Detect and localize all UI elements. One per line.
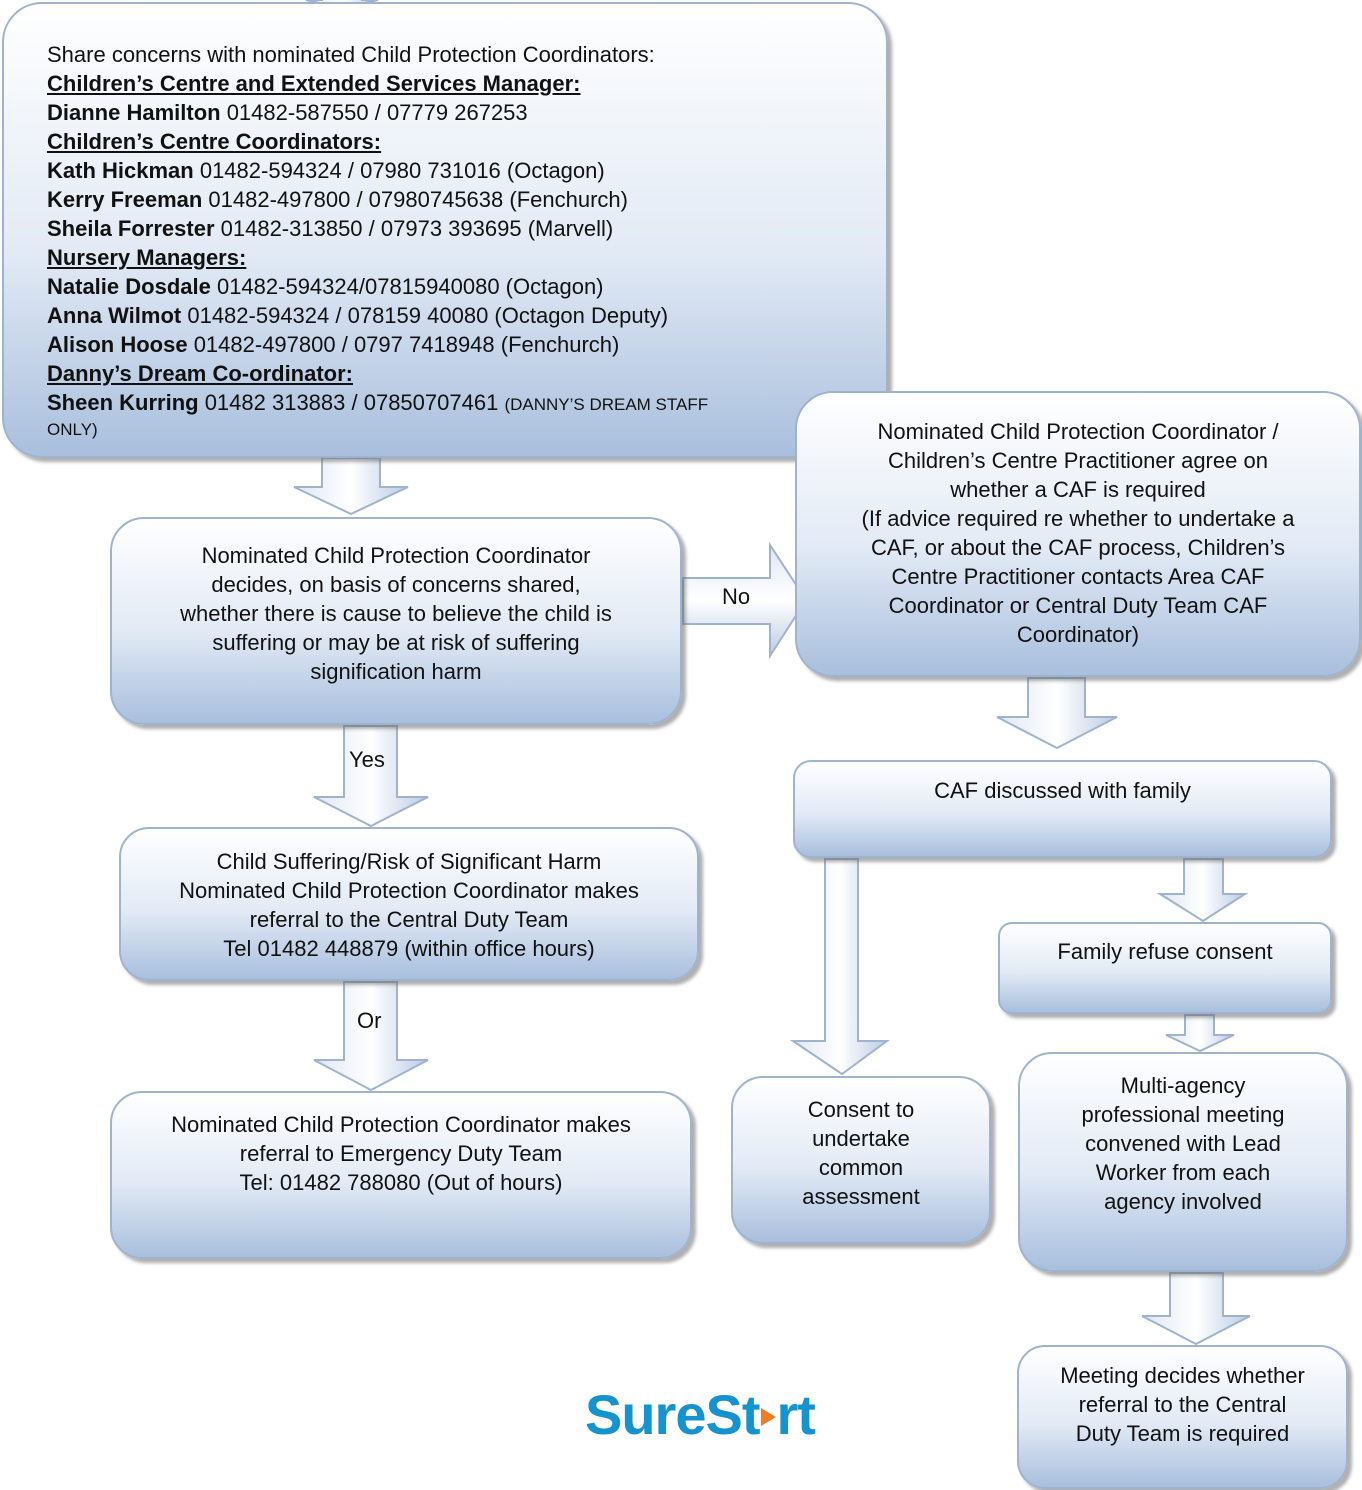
- multi-agency-box: Multi-agency professional meeting conven…: [1018, 1052, 1348, 1272]
- contact-name: Kerry Freeman: [47, 187, 203, 212]
- contact-row: Kath Hickman 01482-594324 / 07980 731016…: [47, 156, 605, 185]
- box-text: Consent to: [807, 1097, 915, 1122]
- contact-details: 01482-313850 / 07973 393695 (Marvell): [214, 216, 614, 241]
- contact-details: 01482 313883 / 07850707461: [198, 390, 505, 415]
- box-text: referral to the Central: [1078, 1392, 1287, 1417]
- box-text: Tel 01482 448879 (within office hours): [223, 936, 595, 961]
- arrow-multi-to-meeting: [1141, 1272, 1251, 1346]
- arrow-decides-to-child-suffering: [313, 725, 429, 828]
- contact-note: (DANNY’S DREAM STAFF: [504, 395, 709, 414]
- contact-name: Dianne Hamilton: [47, 100, 221, 125]
- box-text: suffering or may be at risk of suffering: [212, 630, 580, 655]
- group-heading-coordinators: Children’s Centre Coordinators:: [47, 129, 382, 154]
- contact-row: Natalie Dosdale 01482-594324/07815940080…: [47, 272, 604, 301]
- meeting-decides-box: Meeting decides whether referral to the …: [1017, 1345, 1348, 1489]
- box-text: referral to Emergency Duty Team: [239, 1141, 563, 1166]
- arrow-discussed-to-consent: [789, 858, 891, 1076]
- box-text: common: [818, 1155, 904, 1180]
- box-text: Nominated Child Protection Coordinator: [201, 543, 591, 568]
- caf-discussed-box: CAF discussed with family: [793, 760, 1332, 858]
- contact-details: 01482-497800 / 07980745638 (Fenchurch): [202, 187, 628, 212]
- play-icon: [760, 1408, 776, 1427]
- group-heading-nursery: Nursery Managers:: [47, 245, 247, 270]
- box-text: undertake: [812, 1126, 910, 1151]
- box-text: CAF discussed with family: [934, 778, 1191, 803]
- box-text: convened with Lead: [1085, 1131, 1281, 1156]
- arrow-decides-to-caf-agree: [682, 541, 808, 660]
- label-or: Or: [357, 1008, 382, 1033]
- arrow-child-suffering-to-edt: [313, 981, 429, 1092]
- contact-row: Alison Hoose 01482-497800 / 0797 7418948…: [47, 330, 619, 359]
- child-suffering-box: Child Suffering/Risk of Significant Harm…: [119, 827, 699, 981]
- box-text: Child Suffering/Risk of Significant Harm: [216, 849, 602, 874]
- contact-note-continued: ONLY): [47, 420, 98, 439]
- box-text: Coordinator): [1016, 622, 1140, 647]
- contact-details: 01482-594324 / 078159 40080 (Octagon Dep…: [181, 303, 669, 328]
- group-heading-manager: Children’s Centre and Extended Services …: [47, 71, 581, 96]
- box-text: agency involved: [1104, 1189, 1262, 1214]
- box-text: Worker from each: [1095, 1160, 1271, 1185]
- contact-details: 01482-497800 / 0797 7418948 (Fenchurch): [187, 332, 620, 357]
- box-text: Nominated Child Protection Coordinator m…: [171, 1112, 631, 1137]
- box-text: whether a CAF is required: [950, 477, 1206, 502]
- contact-name: Kath Hickman: [47, 158, 194, 183]
- box-text: whether there is cause to believe the ch…: [180, 601, 612, 626]
- decides-box: Nominated Child Protection Coordinator d…: [110, 517, 682, 725]
- contact-name: Natalie Dosdale: [47, 274, 211, 299]
- emergency-duty-team-box: Nominated Child Protection Coordinator m…: [110, 1091, 692, 1259]
- box-text: professional meeting: [1081, 1102, 1285, 1127]
- caf-agree-box: Nominated Child Protection Coordinator /…: [795, 391, 1361, 677]
- box-text: Multi-agency: [1120, 1073, 1246, 1098]
- box-text: Family refuse consent: [1057, 939, 1273, 964]
- contact-row: Sheen Kurring 01482 313883 / 07850707461…: [47, 388, 708, 419]
- box-text: Tel: 01482 788080 (Out of hours): [239, 1170, 563, 1195]
- contact-name: Alison Hoose: [47, 332, 188, 357]
- box-text: Duty Team is required: [1075, 1421, 1290, 1446]
- surestart-logo: SureSt rt: [585, 1383, 816, 1446]
- arrow-caf-agree-to-discussed: [996, 677, 1118, 750]
- label-no: No: [722, 584, 751, 609]
- box-text: Children’s Centre Practitioner agree on: [888, 448, 1268, 473]
- box-text: (If advice required re whether to undert…: [861, 506, 1295, 531]
- contact-row: Sheila Forrester 01482-313850 / 07973 39…: [47, 214, 613, 243]
- contact-row: Kerry Freeman 01482-497800 / 07980745638…: [47, 185, 628, 214]
- box-text: referral to the Central Duty Team: [249, 907, 569, 932]
- consent-box: Consent to undertake common assessment: [731, 1076, 991, 1244]
- contact-details: 01482-594324 / 07980 731016 (Octagon): [193, 158, 605, 183]
- arrow-contacts-to-decides: [293, 457, 409, 516]
- logo-text-start: SureSt: [585, 1383, 760, 1446]
- contact-name: Sheen Kurring: [47, 390, 199, 415]
- box-text: Nominated Child Protection Coordinator /: [877, 419, 1279, 444]
- group-heading-dannys-dream: Danny’s Dream Co-ordinator:: [47, 361, 354, 386]
- box-text: Meeting decides whether: [1060, 1363, 1305, 1388]
- contact-row: Dianne Hamilton 01482-587550 / 07779 267…: [47, 98, 528, 127]
- contact-name: Sheila Forrester: [47, 216, 215, 241]
- box-text: decides, on basis of concerns shared,: [211, 572, 581, 597]
- contact-row: Anna Wilmot 01482-594324 / 078159 40080 …: [47, 301, 668, 330]
- arrow-discussed-to-family-refuse: [1156, 858, 1249, 923]
- contact-details: 01482-587550 / 07779 267253: [220, 100, 528, 125]
- contacts-intro: Share concerns with nominated Child Prot…: [47, 42, 655, 67]
- arrow-family-refuse-to-multi: [1165, 1014, 1235, 1053]
- contact-details: 01482-594324/07815940080 (Octagon): [210, 274, 604, 299]
- box-text: assessment: [802, 1184, 920, 1209]
- logo-text-end: rt: [776, 1383, 816, 1446]
- box-text: Nominated Child Protection Coordinator m…: [179, 878, 639, 903]
- box-text: Coordinator or Central Duty Team CAF: [888, 593, 1268, 618]
- label-yes: Yes: [349, 747, 385, 772]
- contacts-box: Share concerns with nominated Child Prot…: [2, 2, 888, 458]
- family-refuse-box: Family refuse consent: [998, 922, 1332, 1014]
- contact-name: Anna Wilmot: [47, 303, 182, 328]
- box-text: Centre Practitioner contacts Area CAF: [891, 564, 1265, 589]
- box-text: signification harm: [310, 659, 482, 684]
- box-text: CAF, or about the CAF process, Children’…: [870, 535, 1286, 560]
